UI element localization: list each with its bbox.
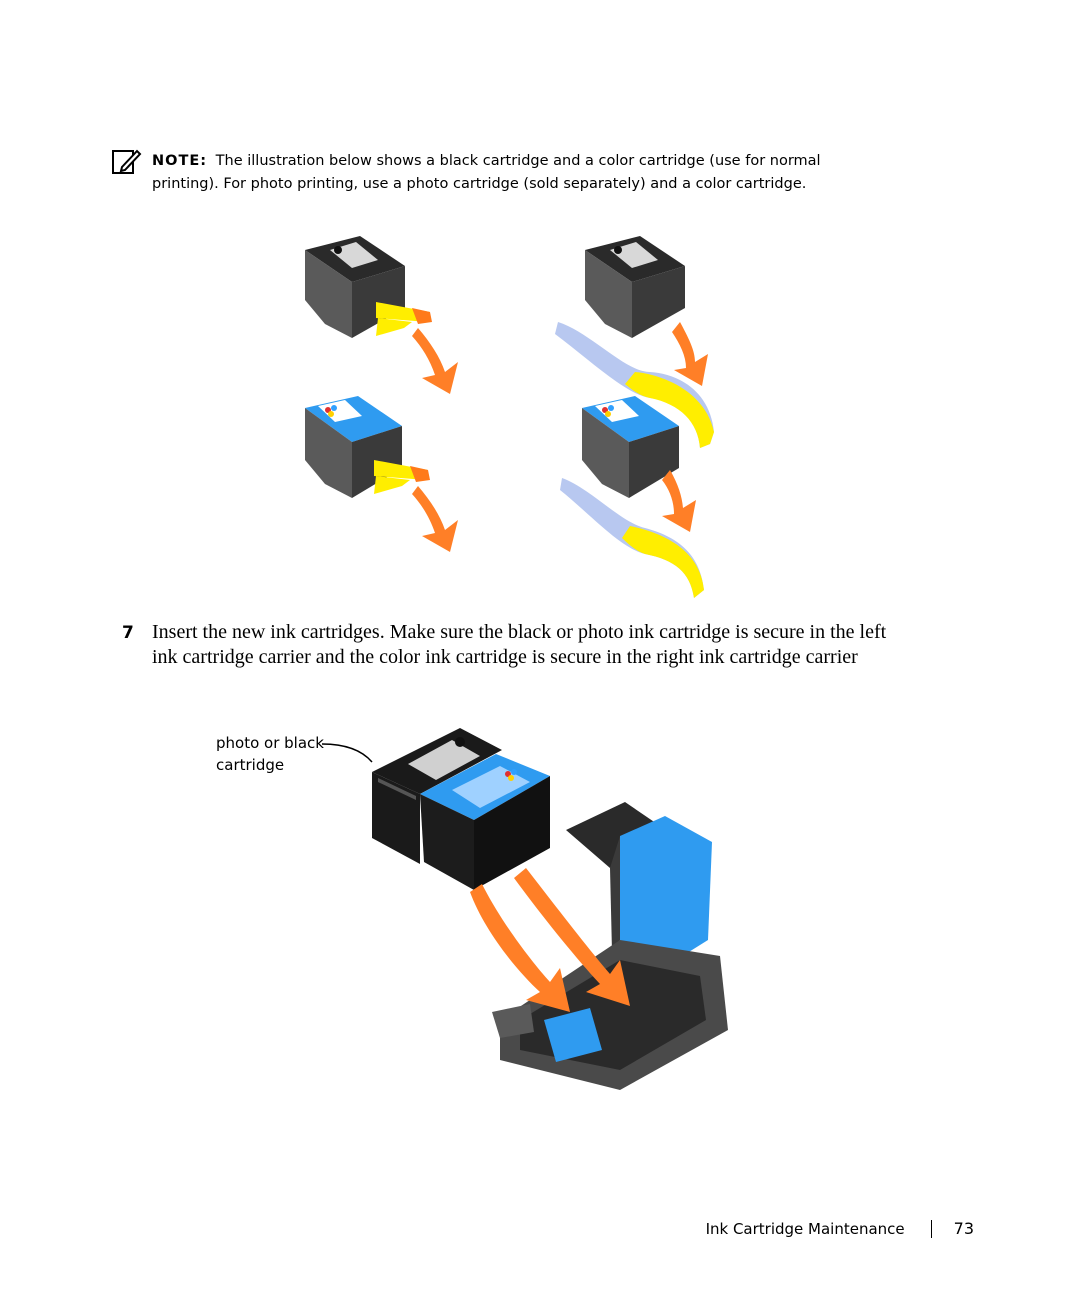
cartridge-insertion-illustration	[321, 728, 728, 1090]
arrow-down-2	[412, 486, 458, 552]
black-cartridge-right	[585, 236, 685, 338]
note-body: The illustration below shows a black car…	[152, 153, 821, 192]
step-text: Insert the new ink cartridges. Make sure…	[152, 621, 887, 668]
callout-line-2: cartridge	[216, 756, 285, 774]
arrow-down-1	[412, 328, 458, 394]
footer-divider	[930, 1219, 932, 1238]
insert-arrow-right	[514, 868, 630, 1006]
note-text-container: NOTE: The illustration below shows a bla…	[152, 150, 872, 196]
arrow-down-4	[662, 470, 696, 532]
cartridge-carrier	[492, 802, 728, 1090]
footer-section-title: Ink Cartridge Maintenance	[705, 1219, 905, 1238]
black-cartridge-insert	[372, 728, 502, 864]
callout-label: photo or black cartridge	[216, 732, 346, 776]
callout-leader-line	[321, 743, 373, 763]
page-footer: Ink Cartridge Maintenance 73	[706, 1219, 974, 1238]
pencil-note-icon	[112, 149, 142, 174]
tape-removal-illustration	[305, 236, 714, 598]
removed-tape-2-yellow	[622, 526, 704, 598]
color-cartridge-right	[582, 396, 679, 498]
note-label: NOTE:	[152, 153, 208, 169]
step-number: 7	[122, 623, 134, 643]
arrow-down-3	[672, 322, 708, 386]
color-cartridge-left	[305, 396, 430, 498]
page-number: 73	[953, 1219, 974, 1238]
color-cartridge-insert	[420, 754, 550, 890]
black-cartridge-left	[305, 236, 432, 338]
insert-arrow-left	[470, 884, 570, 1012]
callout-line-1: photo or black	[216, 734, 324, 752]
removed-tape-1-yellow	[625, 372, 714, 448]
